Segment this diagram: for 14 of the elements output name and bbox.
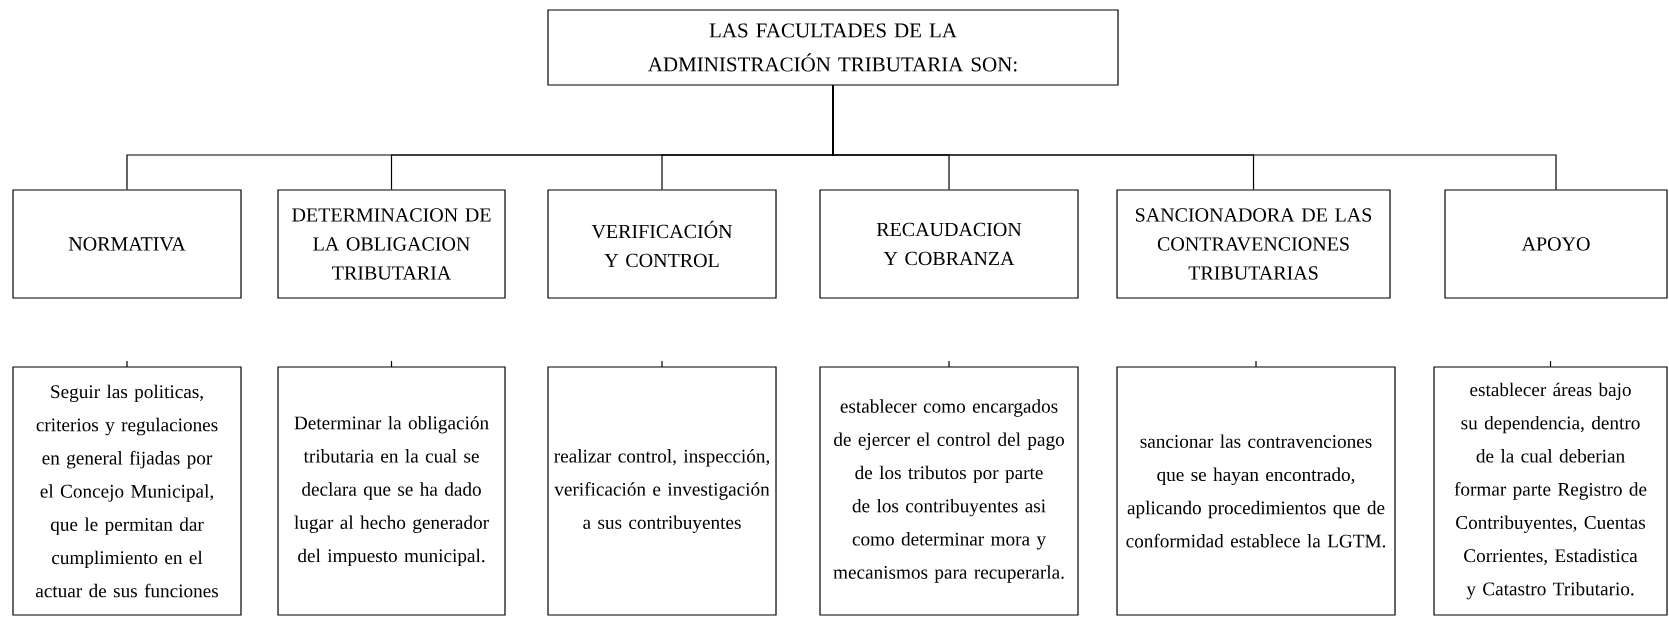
description-box: Seguir las politicas, criterios y regulaciones en general fijadas por el Concejo Municipal, que le permitan dar cumplimiento en el actuar de sus funciones [12, 366, 242, 616]
category-box: APOYO [1444, 189, 1668, 299]
category-box: SANCIONADORA DE LAS CONTRAVENCIONES TRIBUTARIAS [1116, 189, 1391, 299]
category-box: VERIFICACIÓN Y CONTROL [547, 189, 777, 299]
description-box: establecer como encargados de ejercer el control del pago de los tributos por parte de los contribuyentes asi como determinar mora y mecanismos para recuperarla. [819, 366, 1079, 616]
title-box: LAS FACULTADES DE LA ADMINISTRACIÓN TRIBUTARIA SON: [547, 9, 1119, 86]
category-box: RECAUDACION Y COBRANZA [819, 189, 1079, 299]
description-box: establecer áreas bajo su dependencia, dentro de la cual deberian formar parte Registro de Contribuyentes, Cuentas Corrientes, Estadistica y Catastro Tributario. [1433, 366, 1668, 616]
connector-line [832, 85, 1557, 190]
category-box: NORMATIVA [12, 189, 242, 299]
description-box: realizar control, inspección, verificación e investigación a sus contribuyentes [547, 366, 777, 616]
description-box: Determinar la obligación tributaria en la cual se declara que se ha dado lugar al hecho generador del impuesto municipal. [277, 366, 506, 616]
description-box: sancionar las contravenciones que se hayan encontrado, aplicando procedimientos que de conformidad establece la LGTM. [1116, 366, 1396, 616]
category-box: DETERMINACION DE LA OBLIGACION TRIBUTARIA [277, 189, 506, 299]
